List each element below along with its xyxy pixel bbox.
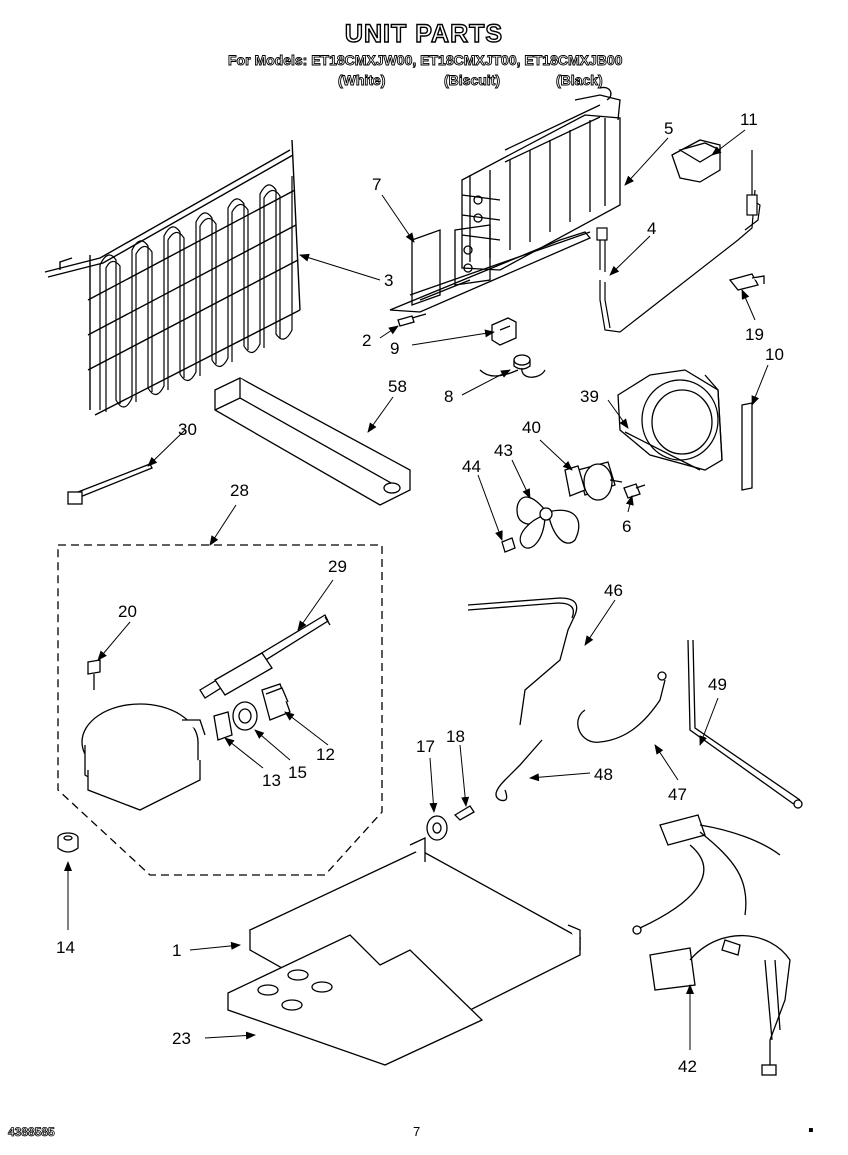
callout-43: 43 xyxy=(494,441,513,460)
callout-6: 6 xyxy=(622,517,631,536)
condenser-coil xyxy=(44,139,301,416)
callout-numbers: 7 5 11 4 3 2 9 19 10 8 58 39 30 40 43 44… xyxy=(56,110,784,1076)
callout-39: 39 xyxy=(580,387,599,406)
insulation-pad xyxy=(227,934,484,1066)
callout-7: 7 xyxy=(372,175,381,194)
fan-motor xyxy=(564,461,623,501)
callout-19: 19 xyxy=(745,325,764,344)
compressor xyxy=(81,703,206,811)
grommet xyxy=(57,832,79,853)
callout-12: 12 xyxy=(316,745,335,764)
color-white: (White) xyxy=(338,72,386,89)
leveling-foot xyxy=(426,805,475,841)
color-biscuit: (Biscuit) xyxy=(444,72,501,89)
callout-30: 30 xyxy=(178,420,197,439)
cable-tie xyxy=(67,463,153,505)
callout-9: 9 xyxy=(390,339,399,358)
fan-blade xyxy=(516,496,580,549)
drier-filter xyxy=(199,614,331,699)
wiring-harness xyxy=(632,814,791,1076)
callout-28: 28 xyxy=(230,481,249,500)
defrost-heater-wire xyxy=(596,150,761,333)
air-duct xyxy=(214,377,411,506)
callout-2: 2 xyxy=(362,331,371,350)
callout-1: 1 xyxy=(172,941,181,960)
clip-9 xyxy=(491,317,517,346)
callout-48: 48 xyxy=(594,765,613,784)
compressor-kit-boundary xyxy=(57,544,383,876)
callout-40: 40 xyxy=(522,418,541,437)
fan-shroud xyxy=(617,369,723,471)
screw-20 xyxy=(87,659,101,690)
callout-44: 44 xyxy=(462,457,481,476)
callout-13: 13 xyxy=(262,771,281,790)
callout-23: 23 xyxy=(172,1029,191,1048)
evaporator xyxy=(454,86,621,286)
diagram-title: UNIT PARTS xyxy=(344,19,504,48)
callout-58: 58 xyxy=(388,377,407,396)
callout-5: 5 xyxy=(664,119,673,138)
color-black: (Black) xyxy=(556,72,604,89)
callout-8: 8 xyxy=(444,387,453,406)
screw-2 xyxy=(397,313,427,327)
start-relay xyxy=(213,683,291,741)
callout-17: 17 xyxy=(416,737,435,756)
tubing xyxy=(467,597,803,809)
callout-14: 14 xyxy=(56,938,75,957)
clip-19 xyxy=(728,273,765,291)
page-number: 7 xyxy=(413,1124,421,1139)
callout-10: 10 xyxy=(765,345,784,364)
models-line: For Models: ET18CMXJW00, ET18CMXJT00, ET… xyxy=(228,52,623,69)
heater-strip-10 xyxy=(741,402,753,491)
cover-11 xyxy=(671,139,722,183)
callout-46: 46 xyxy=(604,581,623,600)
screw-6 xyxy=(623,483,646,499)
callout-29: 29 xyxy=(328,557,347,576)
evaporator-pan xyxy=(389,229,592,313)
callout-49: 49 xyxy=(708,675,727,694)
fan-retainer xyxy=(501,537,516,553)
callout-47: 47 xyxy=(668,785,687,804)
callout-11: 11 xyxy=(740,110,758,129)
callout-18: 18 xyxy=(446,727,465,746)
defrost-thermostat xyxy=(479,354,546,378)
callout-3: 3 xyxy=(384,271,393,290)
corner-mark: ▪ xyxy=(808,1122,814,1139)
callout-42: 42 xyxy=(678,1057,697,1076)
callout-15: 15 xyxy=(288,763,307,782)
callout-4: 4 xyxy=(647,219,656,238)
leader-lines xyxy=(64,129,769,1050)
callout-20: 20 xyxy=(118,602,137,621)
document-part-number: 4388585 xyxy=(8,1125,56,1140)
